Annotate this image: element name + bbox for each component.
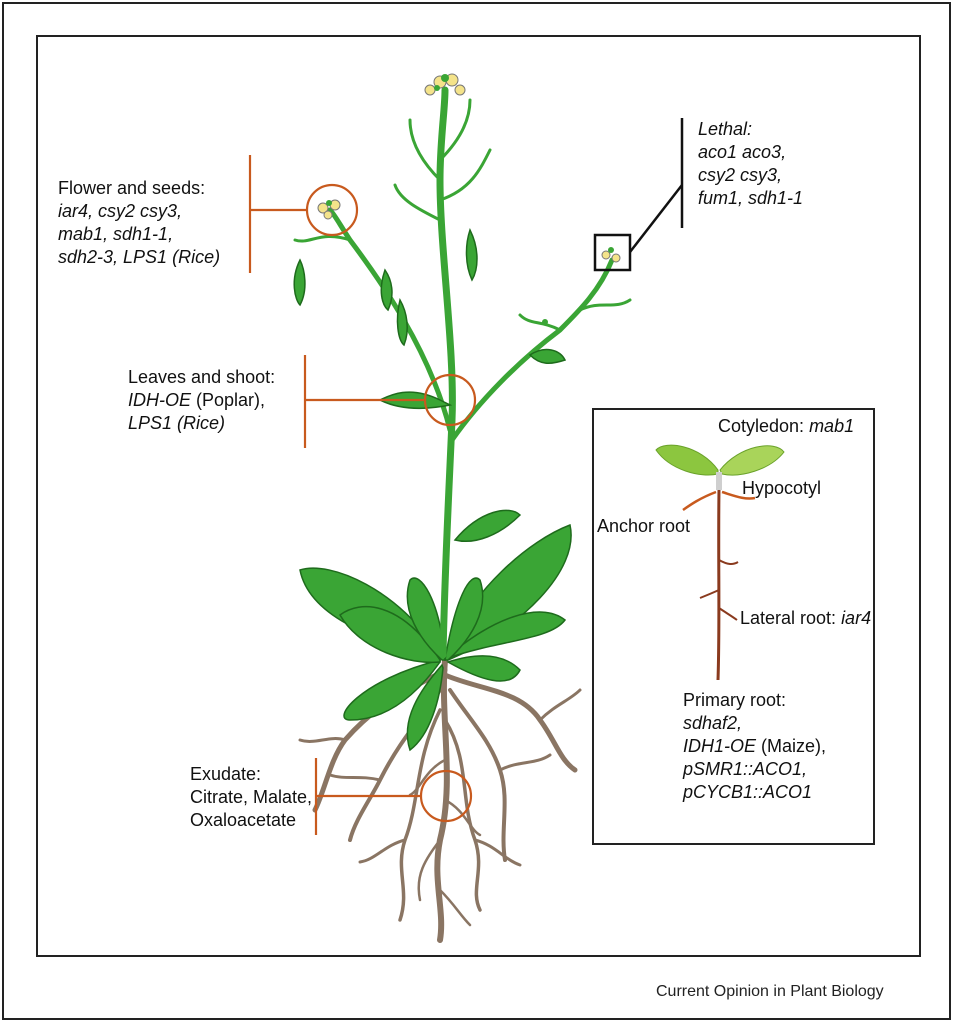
leaves-shoot-line1-species: (Poplar), bbox=[191, 390, 265, 410]
stems bbox=[295, 90, 630, 655]
exudate-line1: Citrate, Malate, bbox=[190, 786, 312, 809]
lethal-line1: Lethal: bbox=[698, 118, 803, 141]
flower-seeds-line3: sdh2-3, LPS1 (Rice) bbox=[58, 246, 220, 269]
primary-root-line2-species: (Maize), bbox=[756, 736, 826, 756]
lateral-prefix: Lateral root: bbox=[740, 608, 841, 628]
inset-cotyledon-label: Cotyledon: mab1 bbox=[718, 415, 854, 438]
primary-root-line3: pSMR1::ACO1, bbox=[683, 758, 826, 781]
flower-seeds-line1: iar4, csy2 csy3, bbox=[58, 200, 220, 223]
lethal-line4: fum1, sdh1-1 bbox=[698, 187, 803, 210]
primary-root-heading: Primary root: bbox=[683, 689, 826, 712]
lethal-annotation: Lethal: aco1 aco3, csy2 csy3, fum1, sdh1… bbox=[698, 118, 803, 210]
rosette-leaves bbox=[300, 510, 571, 750]
flower-seeds-line2: mab1, sdh1-1, bbox=[58, 223, 220, 246]
primary-root-line2: IDH1-OE (Maize), bbox=[683, 735, 826, 758]
cotyledon-prefix: Cotyledon: bbox=[718, 416, 809, 436]
flower-seeds-annotation: Flower and seeds: iar4, csy2 csy3, mab1,… bbox=[58, 177, 220, 269]
primary-root-line1: sdhaf2, bbox=[683, 712, 826, 735]
inset-hypocotyl-label: Hypocotyl bbox=[742, 477, 821, 500]
cotyledon-gene: mab1 bbox=[809, 416, 854, 436]
flower-seeds-heading: Flower and seeds: bbox=[58, 177, 220, 200]
lethal-line3: csy2 csy3, bbox=[698, 164, 803, 187]
exudate-heading: Exudate: bbox=[190, 763, 312, 786]
lethal-marker bbox=[595, 118, 682, 270]
inset-anchor-root-label: Anchor root bbox=[597, 515, 690, 538]
root-system bbox=[300, 660, 580, 940]
leaves-shoot-annotation: Leaves and shoot: IDH-OE (Poplar), LPS1 … bbox=[128, 366, 275, 435]
inset-primary-root-label: Primary root: sdhaf2, IDH1-OE (Maize), p… bbox=[683, 689, 826, 804]
primary-root-line2-gene: IDH1-OE bbox=[683, 736, 756, 756]
leaves-shoot-line1-gene: IDH-OE bbox=[128, 390, 191, 410]
lateral-gene: iar4 bbox=[841, 608, 871, 628]
leaves-shoot-line1: IDH-OE (Poplar), bbox=[128, 389, 275, 412]
lethal-line2: aco1 aco3, bbox=[698, 141, 803, 164]
primary-root-line4: pCYCB1::ACO1 bbox=[683, 781, 826, 804]
leaves-shoot-line2: LPS1 (Rice) bbox=[128, 412, 275, 435]
exudate-line2: Oxaloacetate bbox=[190, 809, 312, 832]
small-flower-cluster bbox=[542, 319, 548, 325]
journal-credit: Current Opinion in Plant Biology bbox=[656, 983, 884, 1001]
exudate-annotation: Exudate: Citrate, Malate, Oxaloacetate bbox=[190, 763, 312, 832]
leaves-shoot-heading: Leaves and shoot: bbox=[128, 366, 275, 389]
inset-lateral-root-label: Lateral root: iar4 bbox=[740, 607, 871, 630]
